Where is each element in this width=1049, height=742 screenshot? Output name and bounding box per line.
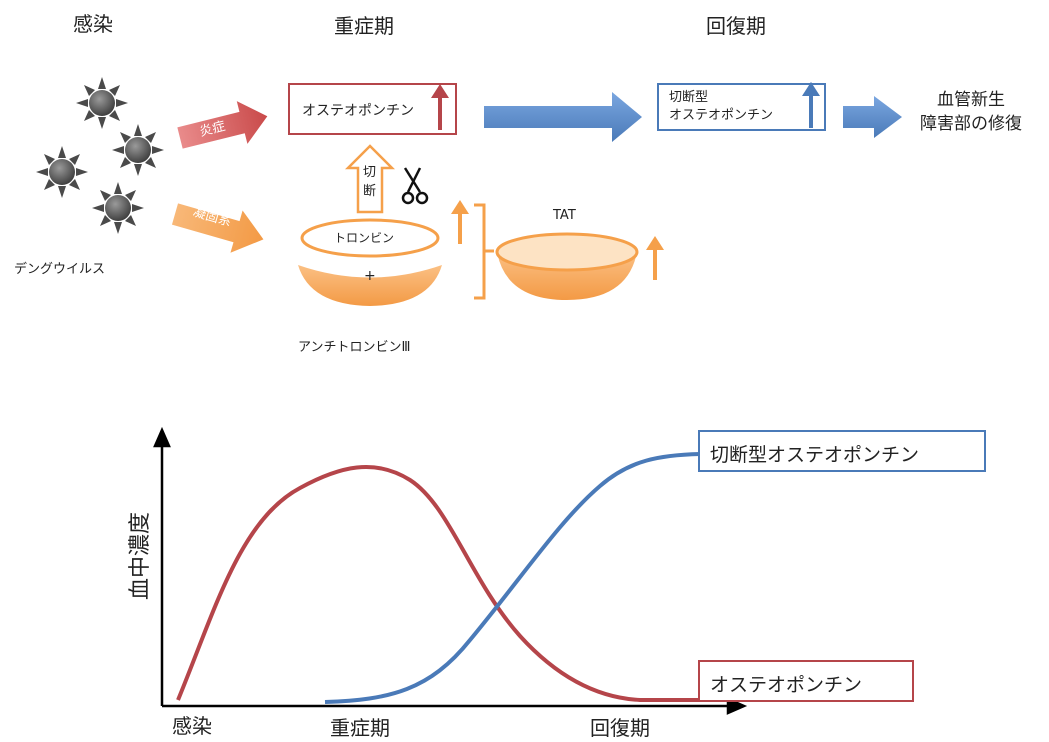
legend-osteopontin-label: オステオポンチン (710, 674, 863, 696)
result-label: 血管新生 障害部の修復 (920, 90, 1022, 134)
phase-severe: 重症期 (334, 14, 394, 38)
virus-icon (92, 182, 144, 234)
osteopontin-box-label: オステオポンチン (302, 103, 414, 119)
series-line-osteopontin (176, 464, 700, 702)
cut-label: 切 断 (363, 165, 377, 199)
tat-shape (495, 232, 639, 300)
series-line-cleaved-osteopontin (324, 452, 701, 704)
tat-label: TAT (553, 208, 576, 223)
virus-icon (76, 77, 128, 129)
x-tick-severe: 重症期 (330, 716, 390, 740)
cut-arrow (344, 144, 396, 214)
chart-axes (153, 426, 748, 715)
increase-arrow-icon (451, 200, 469, 244)
scissors-icon (401, 167, 429, 205)
coagulation-arrow (171, 203, 264, 253)
antithrombin-label: アンチトロンビンⅢ (298, 340, 411, 355)
legend-cleaved-osteopontin: 切断型オステオポンチン (698, 430, 986, 472)
virus-label: デングウイルス (14, 262, 106, 277)
phase-infection: 感染 (73, 12, 113, 36)
chart-ylabel: 血中濃度 (128, 511, 153, 600)
legend-osteopontin: オステオポンチン (698, 660, 914, 702)
thrombin-label: トロンビン (334, 231, 395, 245)
virus-icon (36, 146, 88, 198)
result-arrow (843, 96, 902, 138)
phase-recovery: 回復期 (706, 14, 766, 38)
cleaved-box-label: 切断型 オステオポンチン (669, 90, 774, 123)
antithrombin-shape (298, 265, 442, 306)
virus-icon (112, 124, 164, 176)
chart-series (176, 452, 701, 704)
inflammation-arrow (177, 101, 268, 149)
thrombin-shape (300, 218, 440, 258)
increase-arrow-icon (646, 236, 664, 280)
x-tick-infection: 感染 (172, 714, 212, 738)
progression-arrow (484, 92, 642, 142)
cleaved-osteopontin-box: 切断型 オステオポンチン (657, 83, 826, 131)
legend-cleaved-label: 切断型オステオポンチン (710, 444, 920, 466)
plus-sign: + (364, 268, 376, 284)
x-tick-recovery: 回復期 (590, 716, 650, 740)
osteopontin-box: オステオポンチン (288, 83, 457, 135)
bracket (474, 203, 494, 300)
